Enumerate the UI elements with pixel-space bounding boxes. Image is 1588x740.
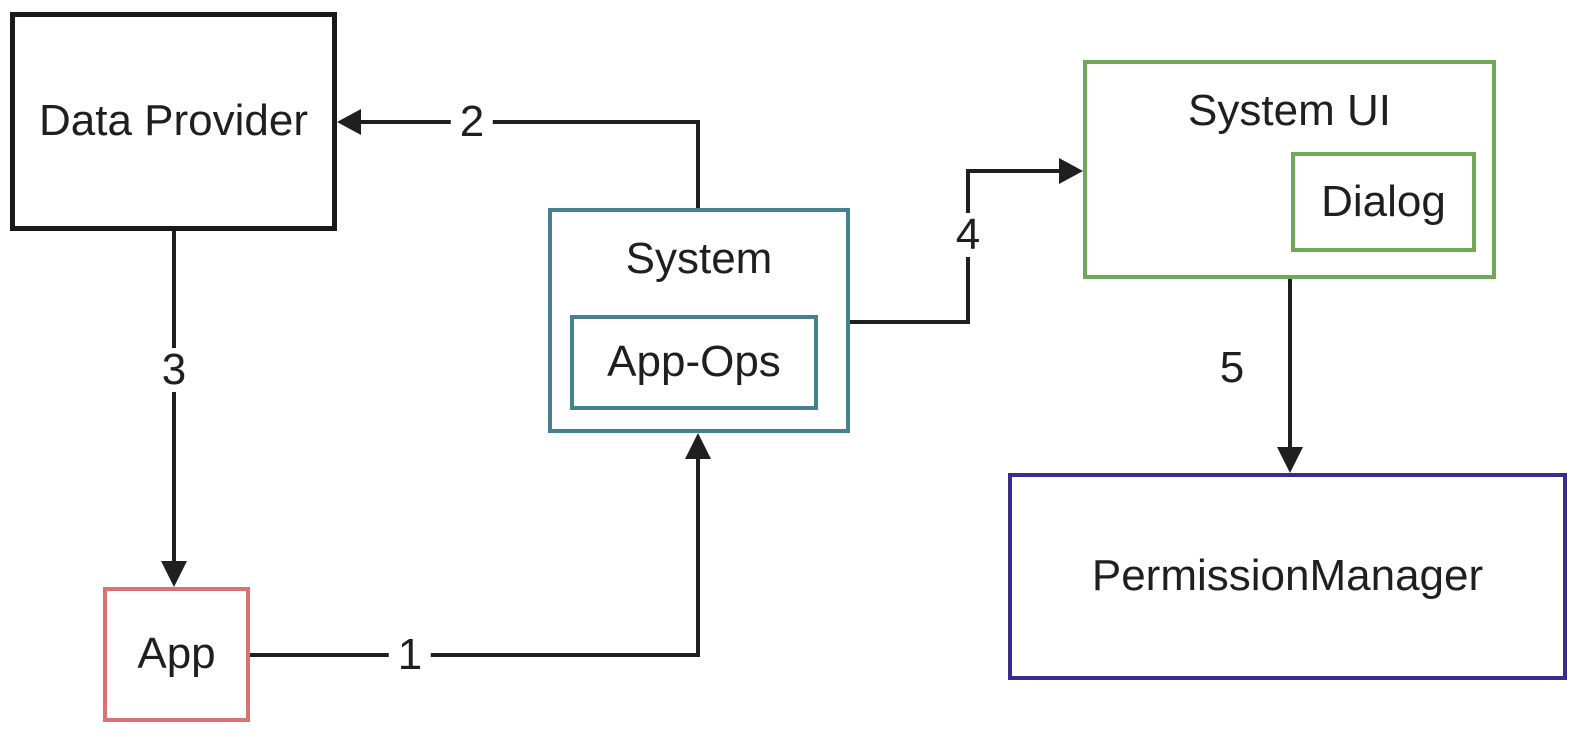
node-label-system: System: [625, 234, 773, 283]
node-app: App: [103, 587, 250, 722]
edge-1-vline: [696, 455, 700, 657]
node-system-ui: System UI Dialog: [1083, 60, 1496, 279]
edge-2-hline: [357, 120, 700, 124]
node-label-system-ui: System UI: [1188, 86, 1391, 135]
edge-5-label: 5: [1210, 346, 1254, 390]
edge-4-hline-lower: [850, 320, 970, 324]
node-permission-manager: PermissionManager: [1008, 473, 1567, 680]
node-label-data-provider: Data Provider: [38, 96, 308, 146]
node-label-dialog: Dialog: [1321, 176, 1446, 226]
edge-1-hline: [250, 653, 700, 657]
edge-4-arrowhead-right: [1059, 158, 1083, 184]
edge-2-vline: [696, 120, 700, 212]
edge-1-label: 1: [388, 633, 432, 677]
node-app-ops: App-Ops: [570, 315, 818, 410]
node-label-app: App: [137, 629, 216, 679]
edge-1-arrowhead-up: [685, 433, 711, 459]
node-system: System App-Ops: [548, 208, 850, 433]
node-data-provider: Data Provider: [10, 12, 337, 231]
edge-4-label: 4: [946, 213, 990, 257]
edge-2-arrowhead-left: [337, 109, 361, 135]
node-label-app-ops: App-Ops: [607, 337, 781, 387]
edge-5-vline: [1288, 279, 1292, 451]
edge-3-arrowhead-down: [161, 561, 187, 587]
edge-3-label: 3: [152, 348, 196, 392]
edge-3-vline: [172, 231, 176, 567]
edge-2-label: 2: [450, 100, 494, 144]
node-label-permission-manager: PermissionManager: [1091, 551, 1484, 601]
edge-4-hline-upper: [966, 169, 1063, 173]
edge-5-arrowhead-down: [1277, 447, 1303, 473]
node-dialog: Dialog: [1291, 152, 1476, 252]
